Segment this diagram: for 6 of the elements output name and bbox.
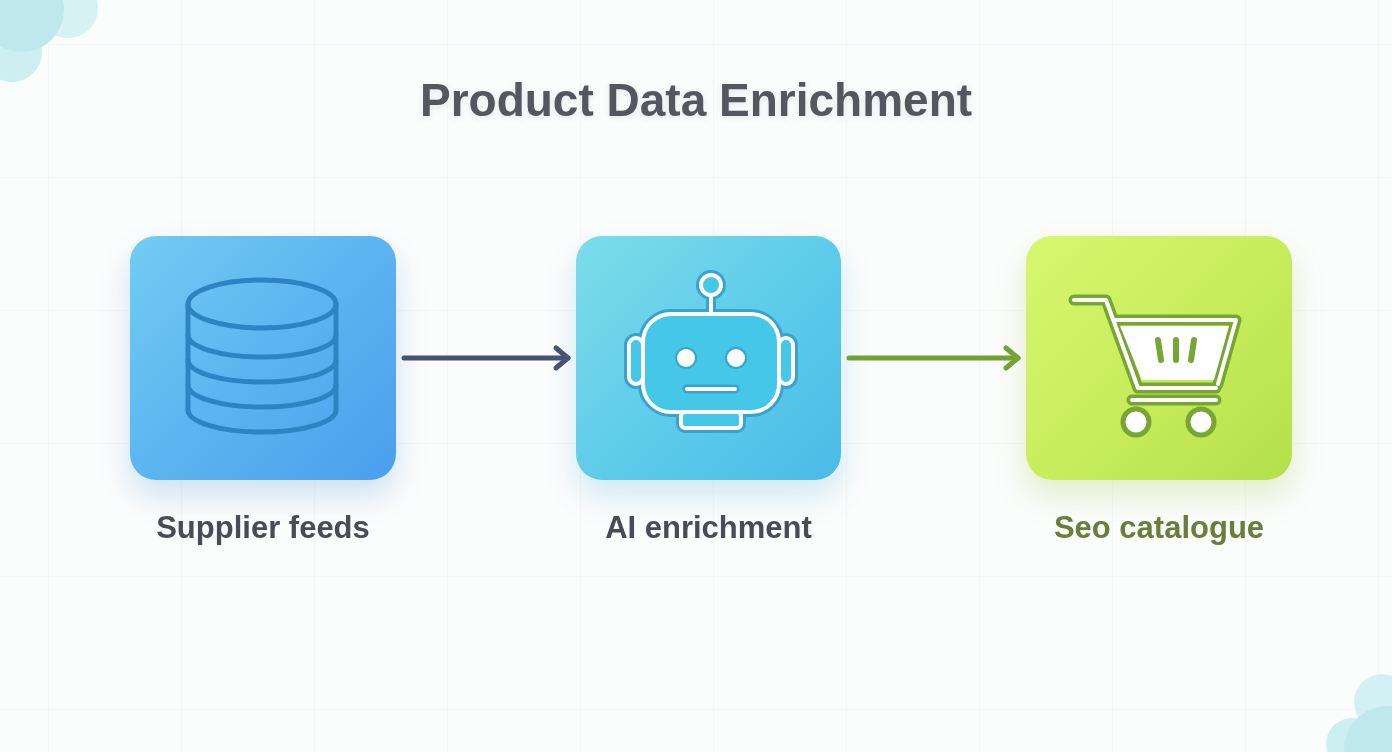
arrow bbox=[846, 345, 1021, 371]
node-label: AI enrichment bbox=[605, 509, 812, 547]
node-label: Seo catalogue bbox=[1053, 509, 1265, 547]
node-label: Supplier feeds bbox=[156, 509, 370, 547]
arrow bbox=[401, 345, 571, 371]
diagram-title: Product Data Enrichment bbox=[419, 73, 973, 128]
